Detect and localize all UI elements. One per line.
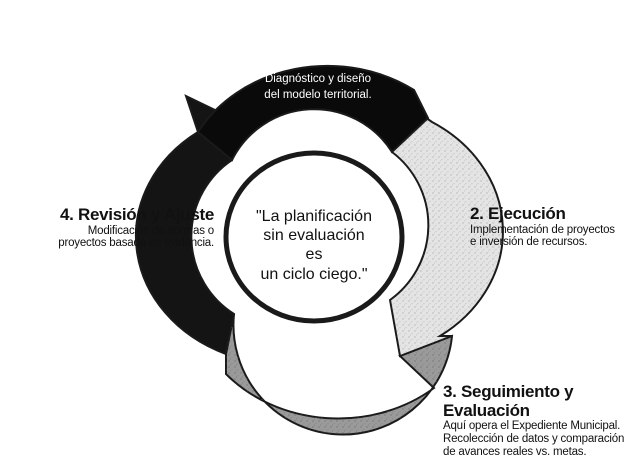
stage-2-line-2: e inversión de recursos. (470, 236, 588, 249)
stage-4-line-1: Modificación de normas o (87, 224, 214, 237)
stage-1-title: 1. Formulación (260, 47, 381, 66)
stage-3-line-3: de avances reales vs. metas. (443, 445, 587, 458)
stage-4-title: 4. Revisión y Ajuste (60, 205, 214, 224)
stage-3-title: 3. Seguimiento y Evaluación (443, 382, 574, 420)
stage-1-line-1: Diagnóstico y diseño (265, 73, 371, 85)
stage-3-line-1: Aquí opera el Expediente Municipal. (443, 420, 621, 433)
stage-4-line-2: proyectos basada en evidencia. (58, 237, 214, 250)
segment-revision (134, 94, 242, 356)
stage-3-line-2: Recolección de datos y comparación (443, 433, 625, 446)
stage-3-label: 3. Seguimiento y Evaluación Aquí opera e… (443, 382, 625, 458)
segment-formulacion (196, 64, 430, 162)
stage-2-label: 2. Ejecución Implementación de proyectos… (470, 204, 625, 249)
center-quote: "La planificación sin evaluación es un c… (253, 207, 375, 284)
center-circle (223, 150, 405, 324)
stage-2-line-1: Implementación de proyectos (470, 223, 615, 236)
segment-ejecucion-texture (390, 108, 503, 356)
center-quote-line-1: "La planificación (256, 208, 372, 225)
stage-4-label: 4. Revisión y Ajuste Modificación de nor… (34, 205, 214, 250)
stage-2-title: 2. Ejecución (470, 204, 566, 223)
stage-1-line-2: del modelo territorial. (264, 89, 371, 101)
center-quote-line-3: un ciclo ciego." (260, 265, 368, 283)
center-quote-line-2: sin evaluación es (263, 227, 365, 264)
